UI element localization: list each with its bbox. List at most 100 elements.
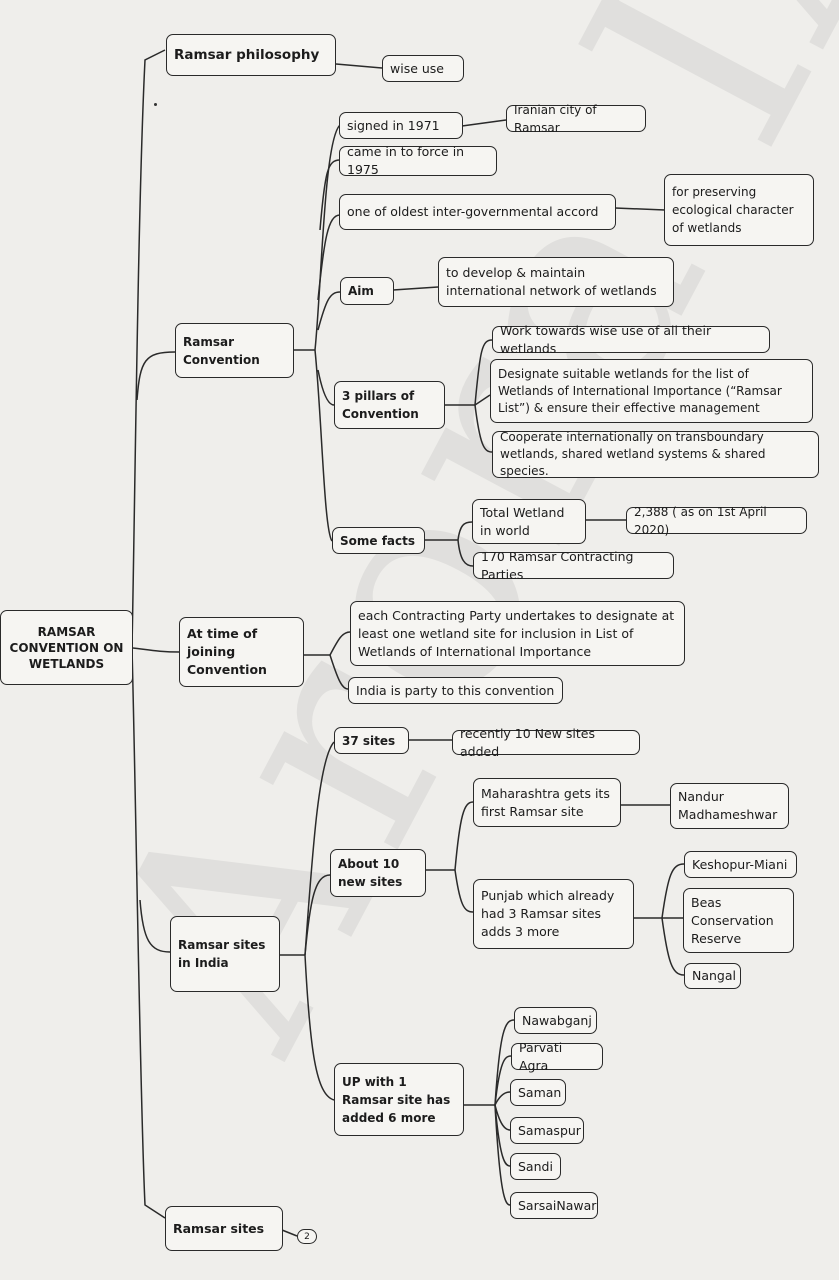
node-signed-1971[interactable]: signed in 1971 xyxy=(339,112,463,139)
node-sarsainawar[interactable]: SarsaiNawar xyxy=(510,1192,598,1219)
node-ramsar-philosophy[interactable]: Ramsar philosophy xyxy=(166,34,336,76)
node-pillar-2[interactable]: Designate suitable wetlands for the list… xyxy=(490,359,813,423)
ramsar-philosophy-label: Ramsar philosophy xyxy=(174,47,320,63)
link-up-saman xyxy=(494,1091,511,1106)
node-maharashtra[interactable]: Maharashtra gets its first Ramsar site xyxy=(473,778,621,827)
37-sites-label: 37 sites xyxy=(342,733,396,748)
pillar-1-label: Work towards wise use of all their wetla… xyxy=(500,322,712,356)
node-3-pillars[interactable]: 3 pillars of Convention xyxy=(334,381,445,429)
signed-label: signed in 1971 xyxy=(347,117,440,133)
node-beas-conservation-reserve[interactable]: Beas Conservation Reserve xyxy=(683,888,794,953)
link-oldest-preserving xyxy=(614,207,666,211)
node-some-facts[interactable]: Some facts xyxy=(332,527,425,554)
link-pillar-1 xyxy=(474,339,493,406)
link-pillar-2 xyxy=(474,394,491,406)
node-keshopur-miani[interactable]: Keshopur-Miani xyxy=(684,851,797,878)
node-nandur-madhameshwar[interactable]: Nandur Madhameshwar xyxy=(670,783,789,829)
link-aim xyxy=(317,291,341,331)
link-up-parvati xyxy=(494,1055,512,1106)
node-at-time-of-joining[interactable]: At time of joining Convention xyxy=(179,617,304,687)
link-india-down xyxy=(304,954,335,1101)
nangal-label: Nangal xyxy=(692,968,737,983)
node-count-2388[interactable]: 2,388 ( as on 1st April 2020) xyxy=(626,505,807,537)
link-philosophy-wiseuse xyxy=(335,63,383,69)
contracting-party-designate-label: each Contracting Party undertakes to des… xyxy=(358,607,675,659)
node-ramsar-sites[interactable]: Ramsar sites xyxy=(165,1206,283,1251)
node-pillar-1[interactable]: Work towards wise use of all their wetla… xyxy=(492,323,770,356)
page-number: 2 xyxy=(297,1229,317,1244)
link-up-nawabganj xyxy=(494,1019,515,1106)
root-node[interactable]: RAMSAR CONVENTION ON WETLANDS xyxy=(0,610,133,685)
link-up-sarsai xyxy=(494,1104,511,1206)
link-india-mid xyxy=(304,874,331,956)
link-root-india xyxy=(139,899,171,953)
at-time-of-joining-label: At time of joining Convention xyxy=(187,626,267,677)
link-joining-india xyxy=(329,654,349,690)
link-punjab-keshopur xyxy=(661,863,685,919)
recently-10-new-label: recently 10 New sites added xyxy=(460,725,595,759)
link-about10-maharashtra xyxy=(454,801,474,871)
node-about-10-new-sites[interactable]: About 10 new sites xyxy=(330,849,426,897)
link-convention-down xyxy=(314,349,333,542)
wise-use-label: wise use xyxy=(390,60,444,76)
link-up-samaspur xyxy=(494,1104,511,1131)
link-facts-parties xyxy=(457,539,474,567)
node-aim-text[interactable]: to develop & maintain international netw… xyxy=(438,257,674,307)
node-sandi[interactable]: Sandi xyxy=(510,1153,561,1180)
node-samaspur[interactable]: Samaspur xyxy=(510,1117,584,1144)
node-ramsar-sites-in-india[interactable]: Ramsar sites in India xyxy=(170,916,280,992)
root-label: RAMSAR CONVENTION ON WETLANDS xyxy=(9,624,124,671)
total-wetland-label: Total Wetland in world xyxy=(480,504,565,538)
node-saman[interactable]: Saman xyxy=(510,1079,566,1106)
link-india-up xyxy=(304,741,335,956)
saman-label: Saman xyxy=(518,1084,562,1100)
ramsar-sites-in-india-label: Ramsar sites in India xyxy=(178,938,266,970)
node-punjab[interactable]: Punjab which already had 3 Ramsar sites … xyxy=(473,879,634,949)
link-root-joining xyxy=(132,647,181,653)
node-wise-use[interactable]: wise use xyxy=(382,55,464,82)
link-facts-total xyxy=(457,521,473,541)
node-oldest-accord[interactable]: one of oldest inter-governmental accord xyxy=(339,194,616,230)
node-parvati-agra[interactable]: Parvati Agra xyxy=(511,1040,603,1073)
preserving-label: for preserving ecological character of w… xyxy=(672,185,794,235)
link-convention-up xyxy=(314,124,341,351)
node-170-parties[interactable]: 170 Ramsar Contracting Parties xyxy=(473,549,674,582)
node-preserving[interactable]: for preserving ecological character of w… xyxy=(664,174,814,246)
beas-conservation-reserve-label: Beas Conservation Reserve xyxy=(691,894,774,946)
node-came-into-force[interactable]: came in to force in 1975 xyxy=(339,144,497,177)
ramsar-convention-label: Ramsar Convention xyxy=(183,334,260,367)
node-pillar-3[interactable]: Cooperate internationally on transbounda… xyxy=(492,430,819,478)
node-iranian-city[interactable]: Iranian city of Ramsar xyxy=(506,103,646,135)
node-nangal[interactable]: Nangal xyxy=(684,963,741,989)
aim-text-label: to develop & maintain international netw… xyxy=(446,265,657,298)
link-root-spine xyxy=(131,49,166,649)
node-ramsar-convention[interactable]: Ramsar Convention xyxy=(175,323,294,378)
node-37-sites[interactable]: 37 sites xyxy=(334,727,409,754)
link-pillars xyxy=(317,369,335,406)
link-punjab-nangal xyxy=(661,917,685,976)
node-contracting-party-designate[interactable]: each Contracting Party undertakes to des… xyxy=(350,601,685,666)
india-party-label: India is party to this convention xyxy=(356,682,555,698)
count-2388-label: 2,388 ( as on 1st April 2020) xyxy=(634,504,767,537)
maharashtra-label: Maharashtra gets its first Ramsar site xyxy=(481,785,610,819)
aim-label: Aim xyxy=(348,284,374,298)
link-signed-city xyxy=(461,119,507,127)
node-aim[interactable]: Aim xyxy=(340,277,394,305)
link-oldest xyxy=(317,214,341,301)
ramsar-sites-label: Ramsar sites xyxy=(173,1220,265,1236)
link-sites-page xyxy=(281,1229,298,1237)
sarsainawar-label: SarsaiNawar xyxy=(518,1197,597,1213)
node-nawabganj[interactable]: Nawabganj xyxy=(514,1007,597,1034)
3-pillars-label: 3 pillars of Convention xyxy=(342,389,419,421)
node-total-wetland[interactable]: Total Wetland in world xyxy=(472,499,586,544)
nandur-madhameshwar-label: Nandur Madhameshwar xyxy=(678,789,778,822)
page-number-label: 2 xyxy=(304,1231,310,1242)
node-india-party[interactable]: India is party to this convention xyxy=(348,677,563,704)
oldest-accord-label: one of oldest inter-governmental accord xyxy=(347,204,599,219)
node-up-added-6[interactable]: UP with 1 Ramsar site has added 6 more xyxy=(334,1063,464,1136)
link-aim-text xyxy=(392,286,439,291)
link-root-convention xyxy=(136,351,176,401)
punjab-label: Punjab which already had 3 Ramsar sites … xyxy=(481,888,615,939)
node-recently-10-new[interactable]: recently 10 New sites added xyxy=(452,726,640,759)
